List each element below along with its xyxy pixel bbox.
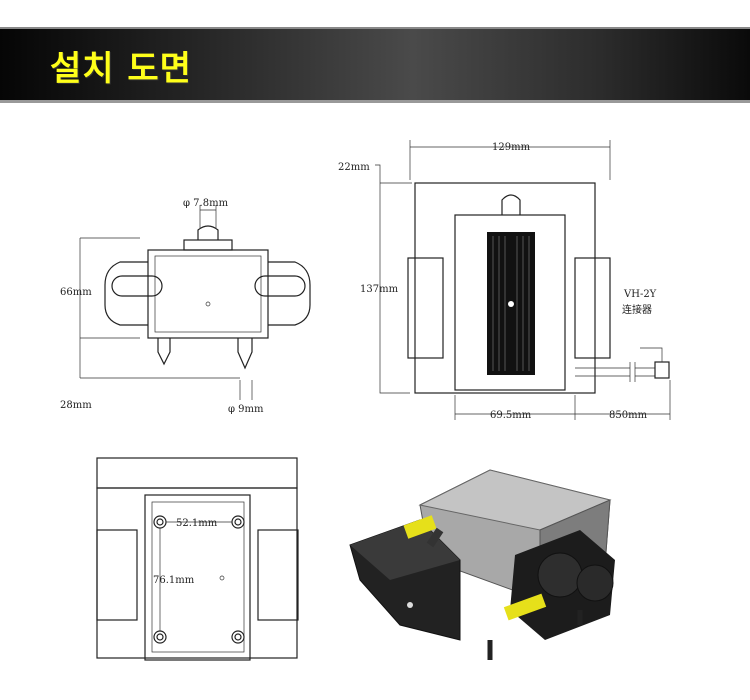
header-banner: 설치 도면 (0, 27, 750, 103)
dim-nozzle-height: 28mm (60, 400, 92, 411)
bottom-view-drawing (96, 457, 299, 661)
dim-width: 129mm (492, 142, 531, 153)
connector-label: 连接器 (622, 303, 652, 316)
front-view-drawing (79, 205, 311, 400)
dim-height: 66mm (60, 287, 92, 298)
dim-top-offset: 22mm (338, 162, 370, 173)
product-render (349, 469, 615, 660)
dim-hole-spacing-x: 52.1mm (176, 518, 218, 529)
dim-inlet-diameter: φ 7.8mm (183, 198, 229, 209)
dim-depth: 137mm (360, 284, 399, 295)
dim-hole-spacing-y: 76.1mm (153, 575, 195, 586)
top-view-drawing (375, 140, 671, 420)
connector-model: VH-2Y (623, 289, 657, 300)
dim-cable-length: 850mm (609, 410, 648, 421)
page-title: 설치 도면 (50, 49, 192, 89)
dim-core-width: 69.5mm (490, 410, 532, 421)
dim-outlet-diameter: φ 9mm (228, 404, 264, 415)
